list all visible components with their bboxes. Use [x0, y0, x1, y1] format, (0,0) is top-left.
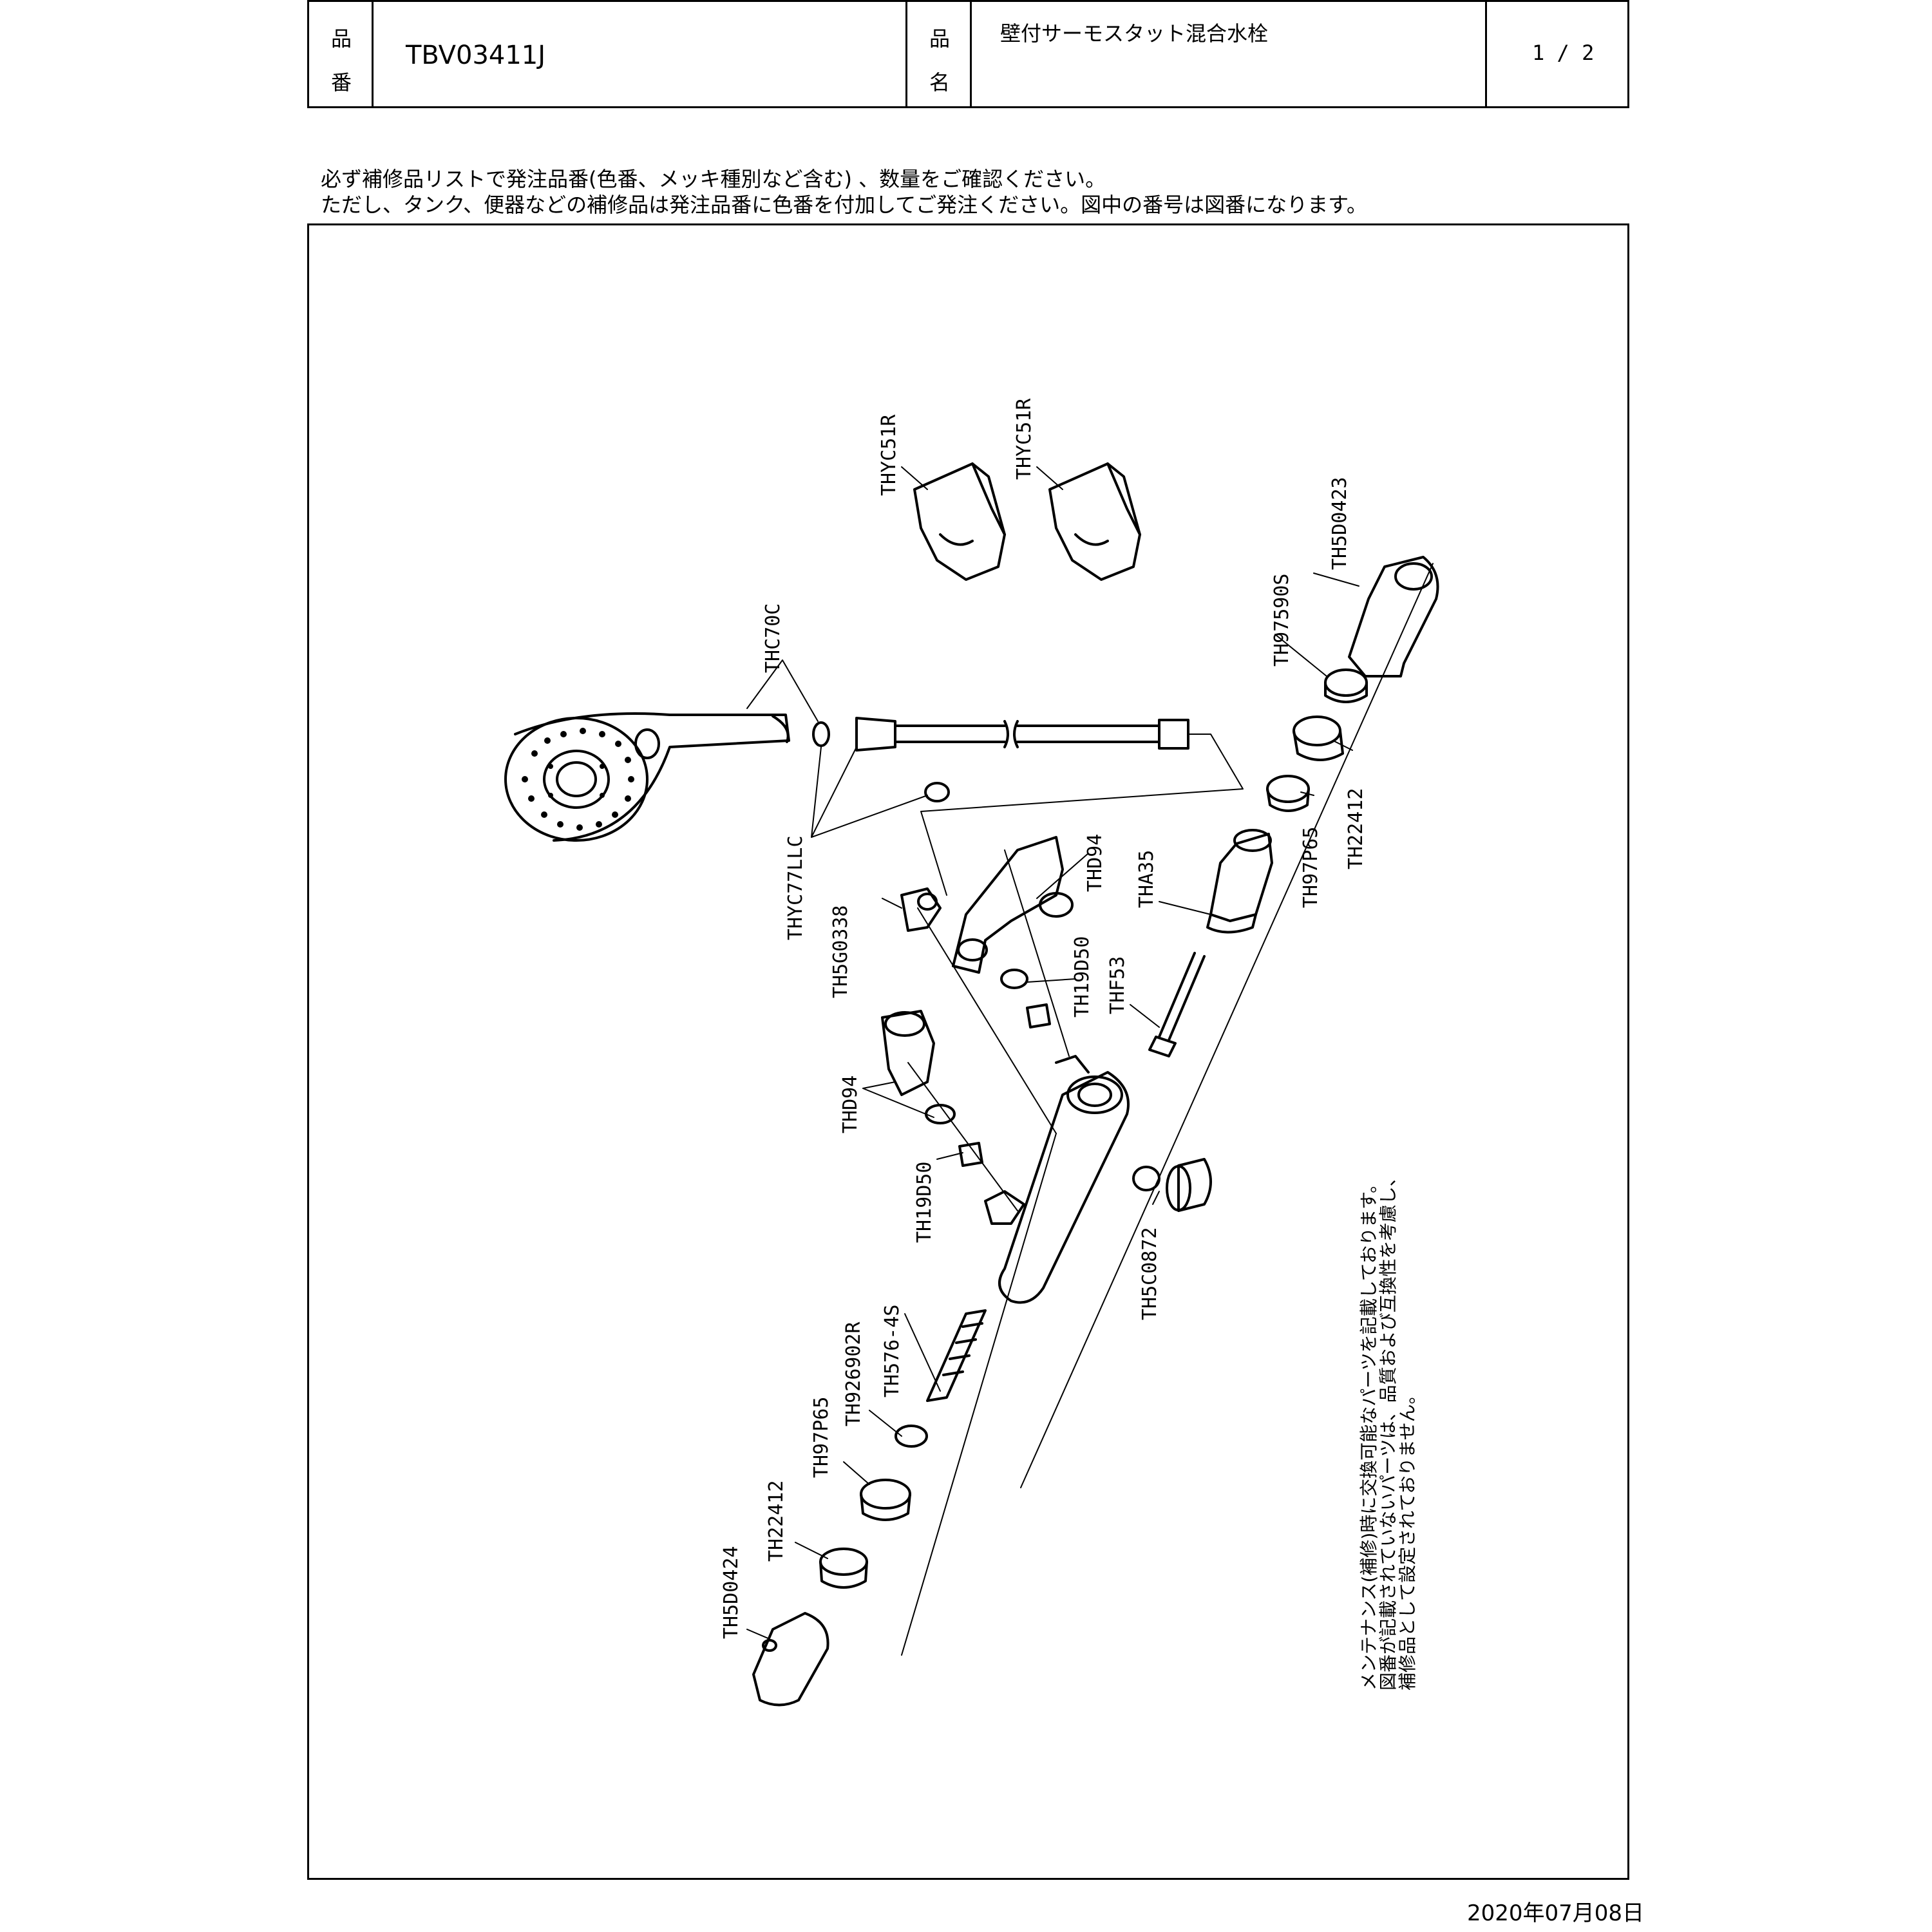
- hose-holder-right: [1048, 462, 1141, 581]
- ring-th97p65-top: [1266, 775, 1310, 812]
- label-th97590s: TH97590S: [1271, 574, 1293, 667]
- shaft-th576-4s: [926, 1309, 987, 1402]
- filter-th19d50-left: [958, 1142, 983, 1167]
- ring-th22412-top: [1293, 715, 1344, 761]
- label-th5g0338: TH5G0338: [829, 905, 852, 999]
- fitting-th5g0338: [900, 887, 942, 932]
- elbow-thd94-left: [881, 1010, 935, 1096]
- ring-th97p65-bottom: [860, 1479, 911, 1521]
- label-th19d50-top: TH19D50: [1071, 936, 1094, 1018]
- part-number: TBV03411J: [406, 41, 546, 70]
- label-thf53: THF53: [1106, 956, 1129, 1014]
- title-block: 品 番 TBV03411J 品 名 壁付サーモスタット混合水栓 1 / 2: [307, 0, 1629, 108]
- side-note-1: メンテナンス(補修)時に交換可能なパーツを記載しております。: [1358, 1175, 1379, 1690]
- leader-lines: [746, 466, 1359, 1640]
- product-name: 壁付サーモスタット混合水栓: [1000, 21, 1269, 46]
- oring-th19d50-top: [1000, 969, 1028, 989]
- label-th97p65-bottom: TH97P65: [810, 1397, 833, 1478]
- nut-th97590s: [1324, 668, 1368, 703]
- label-thyc51r-left: THYC51R: [878, 414, 900, 496]
- name-label-top: 品: [929, 26, 951, 51]
- issue-date: 2020年07月08日: [1467, 1900, 1645, 1926]
- cartridge-tha35: [1206, 829, 1273, 934]
- faucet-body: [984, 1055, 1130, 1304]
- label-thyc77llc: THYC77LLC: [784, 835, 807, 940]
- shower-oring: [812, 721, 830, 747]
- part-no-cell: TBV03411J: [374, 2, 907, 106]
- part-no-label-cell: 品 番: [309, 2, 374, 106]
- label-thc70c: THC70C: [762, 603, 784, 673]
- cap-th5c0872: [1132, 1158, 1212, 1212]
- name-label-cell: 品 名: [907, 2, 972, 106]
- label-th576-4s: TH576-4S: [881, 1305, 904, 1398]
- ring-th22412-bottom: [819, 1548, 868, 1589]
- label-th5d0423: TH5D0423: [1329, 477, 1351, 571]
- page-cell: 1 / 2: [1487, 2, 1627, 106]
- flow-handle-bottom: [752, 1612, 829, 1707]
- label-tha35: THA35: [1135, 850, 1158, 908]
- shower-hose: [855, 717, 1189, 752]
- temperature-handle-top: [1348, 556, 1439, 677]
- label-th22412-bottom: TH22412: [765, 1481, 788, 1562]
- shower-head: [504, 712, 790, 842]
- order-note-1: 必ず補修品リストで発注品番(色番、メッキ種別など含む) 、数量をご確認ください。: [321, 167, 1106, 191]
- label-th19d50-left: TH19D50: [913, 1162, 936, 1243]
- label-th926902r: TH926902R: [842, 1321, 865, 1426]
- name-cell: 壁付サーモスタット混合水栓: [972, 2, 1487, 106]
- part-no-label-top: 品: [331, 26, 352, 51]
- oring-thd94-left: [925, 1104, 956, 1124]
- filter-th19d50-top: [1026, 1003, 1051, 1028]
- label-th97p65-top: TH97P65: [1300, 827, 1322, 908]
- side-note-2: 図番が記載されていないパーツは、品質および互換性を考慮し、: [1378, 1168, 1399, 1690]
- assembly-lines: [901, 563, 1434, 1656]
- label-thd94-top: THD94: [1084, 834, 1106, 892]
- hose-oring-small: [924, 782, 950, 802]
- shower-nozzle-dots: [522, 728, 634, 831]
- label-thyc51r-right: THYC51R: [1013, 398, 1036, 480]
- name-label-bottom: 名: [929, 70, 951, 95]
- spindle-thf53: [1148, 952, 1206, 1057]
- label-th5d0424: TH5D0424: [720, 1546, 743, 1640]
- diagram-frame: [307, 223, 1629, 1880]
- page-number: 1 / 2: [1532, 41, 1595, 65]
- label-th22412-top: TH22412: [1345, 788, 1367, 869]
- part-no-label-bottom: 番: [331, 70, 352, 95]
- elbow-thd94-top: [952, 836, 1074, 974]
- side-note-3: 補修品として設定されておりません。: [1397, 1386, 1418, 1690]
- order-notes: 必ず補修品リストで発注品番(色番、メッキ種別など含む) 、数量をご確認ください。…: [321, 166, 1367, 218]
- label-thd94-left: THD94: [839, 1075, 862, 1133]
- hose-holder-left: [913, 462, 1006, 581]
- order-note-2: ただし、タンク、便器などの補修品は発注品番に色番を付加してご発注ください。図中の…: [321, 193, 1367, 217]
- ring-th926902r: [895, 1425, 928, 1448]
- label-th5c0872: TH5C0872: [1139, 1227, 1161, 1321]
